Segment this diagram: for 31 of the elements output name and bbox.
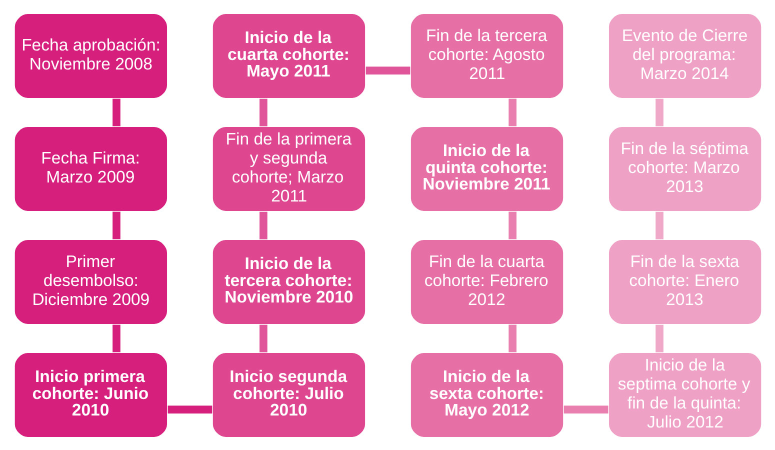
node-box: Inicio de la quinta cohorte: Noviembre 2011 bbox=[409, 125, 564, 212]
node-box: Primer desembolso: Diciembre 2009 bbox=[13, 238, 168, 325]
node-box: Inicio segunda cohorte: Julio 2010 bbox=[211, 351, 366, 438]
connector bbox=[259, 324, 267, 352]
connector bbox=[655, 98, 663, 126]
connector bbox=[365, 66, 410, 74]
node-box: Evento de Cierre del programa: Marzo 2014 bbox=[607, 12, 762, 99]
node-box: Inicio de la tercera cohorte: Noviembre 2010 bbox=[211, 238, 366, 325]
connector bbox=[259, 211, 267, 239]
node-box: Inicio de la septima cohorte y fin de la quinta: Julio 2012 bbox=[607, 351, 762, 438]
node-box: Fin de la primera y segunda cohorte; Marzo 2011 bbox=[211, 125, 366, 212]
connector bbox=[508, 211, 516, 239]
connector bbox=[259, 98, 267, 126]
node-box: Inicio primera cohorte: Junio 2010 bbox=[13, 351, 168, 438]
connector bbox=[112, 211, 120, 239]
connector bbox=[508, 98, 516, 126]
node-box: Inicio de la sexta cohorte: Mayo 2012 bbox=[409, 351, 564, 438]
connector bbox=[167, 405, 212, 413]
node-box: Fin de la séptima cohorte: Marzo 2013 bbox=[607, 125, 762, 212]
connector bbox=[563, 405, 608, 413]
node-box: Fin de la cuarta cohorte: Febrero 2012 bbox=[409, 238, 564, 325]
connector bbox=[655, 211, 663, 239]
connector bbox=[112, 98, 120, 126]
node-box: Inicio de la cuarta cohorte: Mayo 2011 bbox=[211, 12, 366, 99]
connector bbox=[655, 324, 663, 352]
node-box: Fecha aprobación: Noviembre 2008 bbox=[13, 12, 168, 99]
node-box: Fin de la sexta cohorte: Enero 2013 bbox=[607, 238, 762, 325]
connector bbox=[112, 324, 120, 352]
connector bbox=[508, 324, 516, 352]
node-box: Fin de la tercera cohorte: Agosto 2011 bbox=[409, 12, 564, 99]
node-box: Fecha Firma: Marzo 2009 bbox=[13, 125, 168, 212]
